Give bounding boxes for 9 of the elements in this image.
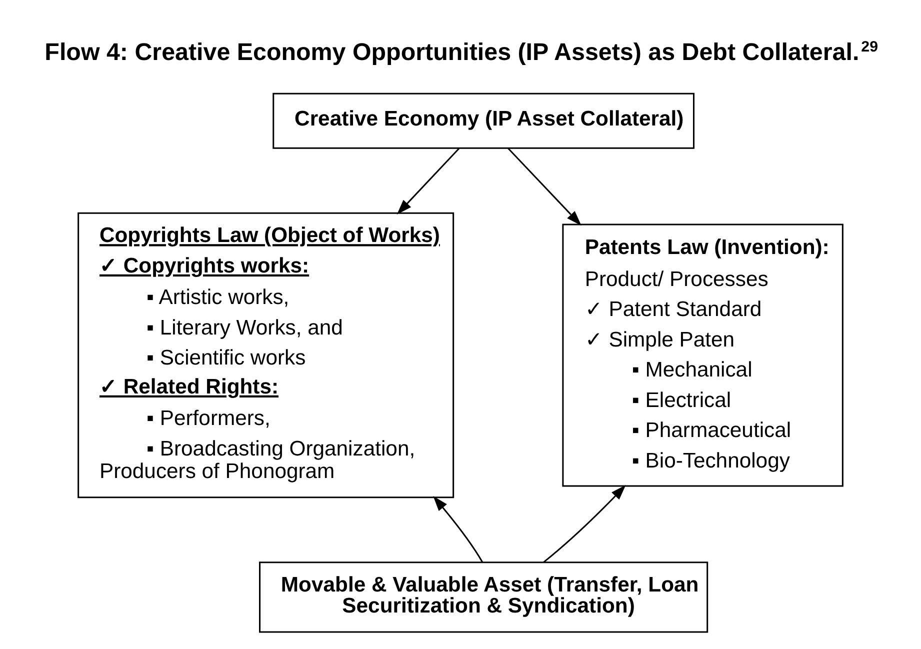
arrow <box>543 484 626 562</box>
node-box: Patents Law (Invention): Product/ Processes ✓ Patent Standard ✓ Simple Paten ▪ Mechanical ▪ Electrical ▪ Pharmaceutical ▪ Bio-Technology <box>562 223 844 486</box>
node-box: Movable & Valuable Asset (Transfer, Loan Securitization & Syndication) <box>259 561 708 632</box>
arrow <box>508 147 582 226</box>
node-box: Copyrights Law (Object of Works) ✓ Copyrights works: ▪ Artistic works, ▪ Literary Works, and ▪ Scientific works ✓ Related Rights: ▪ Performers, ▪ Broadcasting Organization, Producers of Phonogram <box>78 212 454 498</box>
arrow <box>433 496 484 562</box>
arrow <box>396 147 460 214</box>
node-box: Creative Economy (IP Asset Collateral) <box>272 92 694 148</box>
diagram-title: Flow 4: Creative Economy Opportunities (IP Assets) as Debt Collateral.$^{29}$ <box>44 38 878 66</box>
